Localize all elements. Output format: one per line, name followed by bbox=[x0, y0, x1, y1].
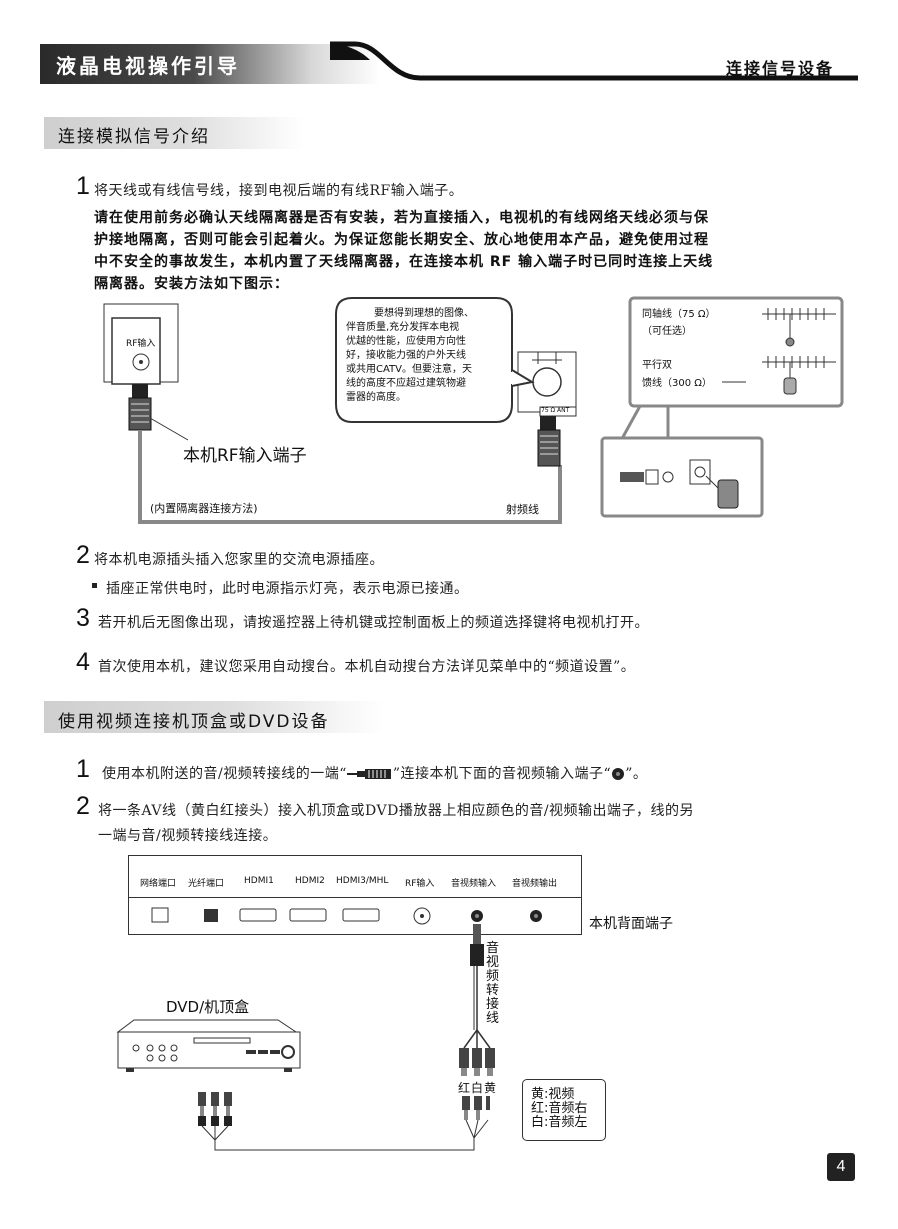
legend-item: 白:音频左 bbox=[531, 1115, 588, 1130]
optional-label: （可任选） bbox=[642, 326, 692, 337]
plug-white: 白 bbox=[471, 1081, 485, 1095]
port-label: RF输入 bbox=[405, 879, 435, 889]
header-section-label: 连接信号设备 bbox=[726, 59, 835, 78]
bullet-icon bbox=[92, 583, 97, 588]
port-label: 光纤端口 bbox=[188, 879, 225, 889]
step2-text: 将本机电源插头插入您家里的交流电源插座。 bbox=[94, 552, 384, 568]
antenna-diagram bbox=[103, 296, 844, 524]
warning-paragraph: 请在使用前务必确认天线隔离器是否有安装，若为直接插入，电视机的有线网络天线必须与… bbox=[94, 207, 713, 295]
parallel-label: 平行双 bbox=[642, 360, 672, 371]
av-adapter-cable bbox=[459, 924, 495, 1076]
method-label: (内置隔离器连接方法) bbox=[150, 502, 258, 515]
rf-port-label: RF输入 bbox=[126, 339, 156, 349]
step1-text: 将天线或有线信号线，接到电视后端的有线RF输入端子。 bbox=[94, 183, 464, 199]
hdmi3-port-icon bbox=[342, 908, 380, 922]
s2-step1-part: 使用本机附送的音/视频转接线的一端“ bbox=[102, 766, 347, 782]
cable-char: 接 bbox=[486, 997, 500, 1012]
rear-port-icons bbox=[151, 907, 542, 925]
s2-step1-text: 使用本机附送的音/视频转接线的一端“ ”连接本机下面的音视频输入端子“ ”。 bbox=[102, 763, 647, 783]
av-jack-icon bbox=[612, 768, 625, 780]
section1-title: 连接模拟信号介绍 bbox=[58, 127, 210, 147]
s2-step2-line2: 一端与音/视频转接线连接。 bbox=[98, 828, 278, 844]
step2-number: 2 bbox=[76, 541, 90, 569]
step4-text: 首次使用本机，建议您采用自动搜台。本机自动搜台方法详见菜单中的“频道设置”。 bbox=[98, 659, 636, 675]
plug-red: 红 bbox=[458, 1081, 472, 1095]
dvd-label: DVD/机顶盒 bbox=[166, 998, 250, 1016]
ethernet-port-icon bbox=[151, 907, 169, 923]
color-legend: 黄:视频 红:音频右 白:音频左 bbox=[522, 1079, 606, 1141]
bubble-line: 雷器的高度。 bbox=[346, 392, 406, 403]
rca-cable bbox=[198, 1092, 490, 1151]
feeder-label: 馈线（300 Ω） bbox=[642, 378, 712, 389]
port-label: 音视频输出 bbox=[512, 879, 558, 889]
port-label: HDMI2 bbox=[295, 876, 325, 886]
rear-panel-divider bbox=[128, 897, 582, 898]
header-band bbox=[40, 44, 380, 84]
cable-label: 射频线 bbox=[506, 503, 539, 516]
s2-step1-part: ”连接本机下面的音视频输入端子“ bbox=[392, 766, 612, 782]
plug-yellow: 黄 bbox=[484, 1081, 498, 1095]
dvd-player-icon bbox=[116, 1019, 301, 1072]
s2-step2-line1: 将一条AV线（黄白红接头）接入机顶盒或DVD播放器上相应颜色的音/视频输出端子，… bbox=[98, 803, 695, 819]
plug-color-labels: 红白黄 bbox=[458, 1079, 497, 1096]
cable-char: 转 bbox=[486, 983, 500, 998]
bubble-line: 优越的性能，应使用方向性 bbox=[346, 336, 466, 347]
bubble-line: 伴音质量,充分发挥本电视 bbox=[346, 322, 460, 333]
cable-char: 音 bbox=[486, 941, 500, 956]
bubble-line: 线的高度不应超过建筑物避 bbox=[346, 378, 466, 389]
section2-band bbox=[44, 701, 384, 733]
av-plug-icon bbox=[346, 769, 391, 779]
coax-label: 同轴线（75 Ω） bbox=[642, 309, 716, 320]
step4-number: 4 bbox=[76, 648, 90, 676]
ant-label: 75 Ω ANT bbox=[541, 407, 570, 414]
optical-port-icon bbox=[204, 909, 218, 922]
rear-panel bbox=[128, 855, 582, 935]
port-label: HDMI3/MHL bbox=[336, 876, 389, 886]
para-line: 请在使用前务必确认天线隔离器是否有安装，若为直接插入，电视机的有线网络天线必须与… bbox=[94, 210, 709, 226]
para-line: 中不安全的事故发生，本机内置了天线隔离器，在连接本机 RF 输入端子时已同时连接… bbox=[94, 254, 714, 270]
header-title: 液晶电视操作引导 bbox=[56, 54, 240, 78]
hdmi1-port-icon bbox=[239, 908, 277, 922]
legend-item: 黄:视频 bbox=[531, 1087, 575, 1102]
antenna-advice-bubble: 要想得到理想的图像、 伴音质量,充分发挥本电视 优越的性能，应使用方向性 好，接… bbox=[346, 307, 506, 405]
step1-number: 1 bbox=[76, 172, 90, 200]
para-line: 隔离器。安装方法如下图示： bbox=[94, 276, 289, 292]
legend-item: 红:音频右 bbox=[531, 1101, 588, 1116]
bullet-text: 插座正常供电时，此时电源指示灯亮，表示电源已接通。 bbox=[106, 581, 469, 597]
port-label: 音视频输入 bbox=[451, 879, 497, 889]
section2-title: 使用视频连接机顶盒或DVD设备 bbox=[58, 712, 330, 732]
header-rule bbox=[330, 41, 858, 81]
s2-step2-number: 2 bbox=[76, 792, 90, 820]
cable-char: 视 bbox=[486, 955, 500, 970]
port-label: HDMI1 bbox=[244, 876, 274, 886]
adapter-cable-label: 音 视 频 转 接 线 bbox=[486, 942, 500, 1026]
bubble-line: 要想得到理想的图像、 bbox=[374, 308, 474, 319]
rf-terminal-label: 本机RF输入端子 bbox=[183, 446, 307, 466]
port-label: 网络端口 bbox=[140, 879, 177, 889]
cable-char: 频 bbox=[486, 969, 500, 984]
section1-band bbox=[44, 117, 304, 149]
page-number: 4 bbox=[827, 1153, 855, 1181]
bubble-line: 或共用CATV。但要注意，天 bbox=[346, 364, 472, 375]
rear-terminal-label: 本机背面端子 bbox=[589, 916, 673, 932]
hdmi2-port-icon bbox=[289, 908, 327, 922]
step3-number: 3 bbox=[76, 604, 90, 632]
para-line: 护接地隔离，否则可能会引起着火。为保证您能长期安全、放心地使用本产品，避免使用过… bbox=[94, 232, 709, 248]
s2-step1-part: ”。 bbox=[625, 766, 648, 782]
step3-text: 若开机后无图像出现，请按遥控器上待机键或控制面板上的频道选择键将电视机打开。 bbox=[98, 615, 649, 631]
s2-step1-number: 1 bbox=[76, 755, 90, 783]
cable-char: 线 bbox=[486, 1011, 500, 1026]
bubble-line: 好，接收能力强的户外天线 bbox=[346, 350, 466, 361]
